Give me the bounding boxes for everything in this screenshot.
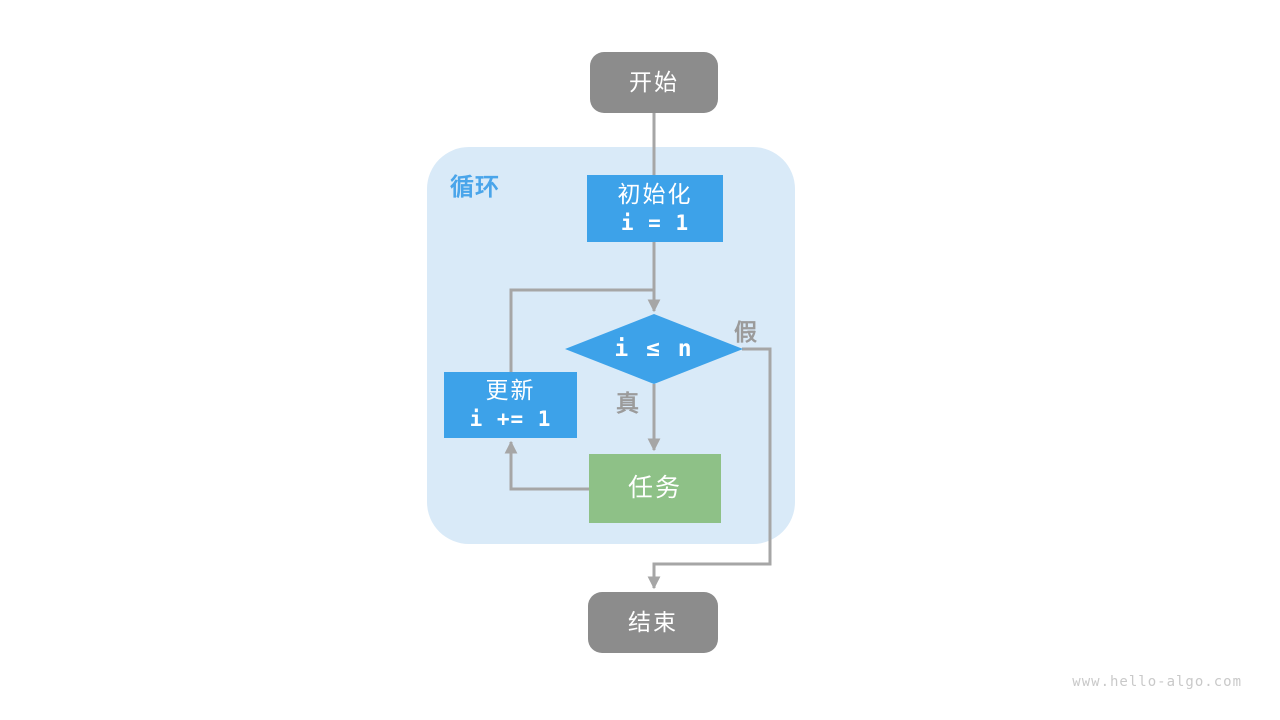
- update-node-code: i += 1: [469, 407, 552, 432]
- end-node-label: 结束: [628, 608, 678, 635]
- site-watermark: www.hello-algo.com: [1072, 674, 1242, 690]
- init-node-title: 初始化: [617, 180, 693, 207]
- loop-region-label: 循环: [450, 174, 500, 201]
- start-node: 开始: [590, 52, 718, 113]
- connector-condition-to-end: [647, 347, 772, 590]
- init-node-code: i = 1: [620, 210, 690, 235]
- task-node-label: 任务: [627, 474, 682, 503]
- true-branch-label: 真: [616, 390, 639, 416]
- start-node-label: 开始: [629, 68, 679, 95]
- condition-diamond-label: i ≤ n: [565, 315, 743, 383]
- condition-diamond-shape: [565, 314, 743, 384]
- connector-update-to-merge: [509, 288, 655, 373]
- condition-code: i ≤ n: [614, 336, 694, 362]
- false-branch-label: 假: [734, 319, 757, 345]
- init-process-node: 初始化 i = 1: [587, 175, 723, 242]
- update-node-title: 更新: [485, 377, 536, 404]
- connector-task-to-update: [504, 440, 590, 491]
- task-process-node: 任务: [589, 454, 721, 523]
- update-process-node: 更新 i += 1: [444, 372, 577, 438]
- end-node: 结束: [588, 592, 718, 653]
